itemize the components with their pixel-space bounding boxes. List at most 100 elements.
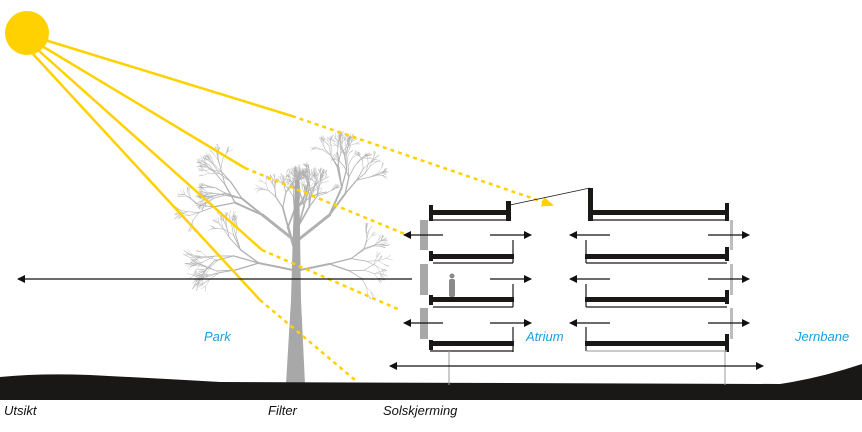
tree-branch [228, 210, 231, 217]
tree-branch [370, 156, 375, 163]
tree-branch [336, 186, 340, 189]
tree-branch [342, 148, 347, 157]
tree-branch [352, 138, 358, 142]
tree-branch [336, 152, 342, 168]
tree-branch [285, 183, 294, 193]
tree-branch [335, 183, 338, 187]
tree-branch [351, 138, 355, 142]
tree-branch [373, 239, 379, 247]
tree-branch [297, 167, 301, 172]
tree-branch [381, 269, 384, 274]
tree-branch [365, 166, 371, 173]
tree-branch [378, 258, 387, 261]
tree-branch [295, 166, 297, 171]
tree-branch [202, 191, 208, 194]
tree-branch [345, 147, 351, 157]
tree-branch [348, 138, 351, 147]
tree-branch [199, 199, 204, 202]
tree-branch [203, 275, 211, 278]
tree-branch [283, 176, 287, 184]
tree-branch [292, 175, 295, 184]
tree-branch [365, 163, 369, 173]
tree-branch [289, 171, 293, 173]
tree-branch [268, 179, 272, 183]
tree-branch [186, 253, 193, 257]
tree-branch [381, 273, 388, 276]
tree-branch [200, 184, 205, 186]
tree-branch [301, 172, 306, 175]
tree-branch [375, 155, 380, 158]
tree-branch [299, 168, 302, 172]
tree-branch [377, 172, 384, 176]
right-building [585, 188, 733, 352]
tree-branch [198, 204, 215, 208]
tree-branch [199, 183, 204, 185]
tree-branch [310, 179, 315, 183]
tree-branch [291, 177, 293, 182]
tree-branch [315, 148, 323, 150]
tree-branch [297, 175, 300, 179]
tree-branch [347, 157, 349, 167]
tree-branch [356, 151, 360, 156]
tree-branch [205, 155, 210, 160]
tree-branch [347, 152, 350, 158]
tree-branch [197, 159, 202, 164]
tree-branch [189, 265, 197, 267]
tree-branch [384, 264, 390, 266]
tree-branch [197, 279, 203, 285]
tree-branch [371, 234, 377, 236]
tree-branch [191, 279, 198, 284]
tree-branch [344, 179, 358, 195]
tree-branch [191, 257, 196, 263]
tree-branch [207, 159, 214, 166]
tree-branch [338, 133, 340, 139]
tree-branch [306, 165, 309, 169]
tree-branch [323, 192, 328, 194]
tree-branch [366, 235, 372, 242]
tree-branch [377, 167, 382, 174]
tree-branch [350, 249, 365, 259]
tree-branch [383, 169, 387, 173]
tree-branch [316, 147, 323, 150]
tree-branch [232, 211, 237, 217]
label-atrium: Atrium [526, 329, 564, 344]
tree-branch [342, 136, 344, 144]
tree-branch [187, 227, 191, 232]
tree-branch [365, 154, 370, 158]
tree-branch [364, 269, 375, 274]
tree-branch [197, 271, 205, 280]
tree-branch [198, 158, 203, 162]
tree-branch [200, 155, 203, 161]
tree-branch [197, 161, 203, 163]
tree-branch [261, 189, 269, 191]
tree-branch [354, 141, 360, 145]
tree-branch [308, 195, 318, 208]
tree-branch [318, 191, 322, 195]
tree-branch [305, 186, 308, 190]
tree-branch [235, 219, 238, 226]
tree-branch [288, 177, 290, 183]
tree-branch [223, 228, 234, 236]
tree-branch [311, 147, 317, 149]
tree-branch [348, 137, 350, 142]
tree-branch [222, 216, 225, 222]
tree-branch [202, 188, 207, 193]
label-jernbane: Jernbane [795, 329, 850, 344]
tree-branch [344, 136, 348, 141]
tree-branch [204, 160, 209, 168]
tree-branch [297, 172, 300, 175]
tree-branch [366, 287, 372, 293]
tree-branch [197, 162, 202, 166]
tree-branch [382, 173, 387, 175]
tree-branch [366, 260, 377, 267]
tree-branch [359, 155, 363, 161]
tree-branch [372, 157, 374, 162]
tree-branch [367, 156, 372, 159]
tree-branch [378, 234, 383, 240]
tree-branch [191, 282, 199, 289]
tree-branch [341, 131, 344, 137]
tree-branch [349, 137, 351, 142]
tree-branch [313, 167, 317, 171]
tree-branch [305, 166, 309, 173]
tree-branch [380, 241, 386, 245]
